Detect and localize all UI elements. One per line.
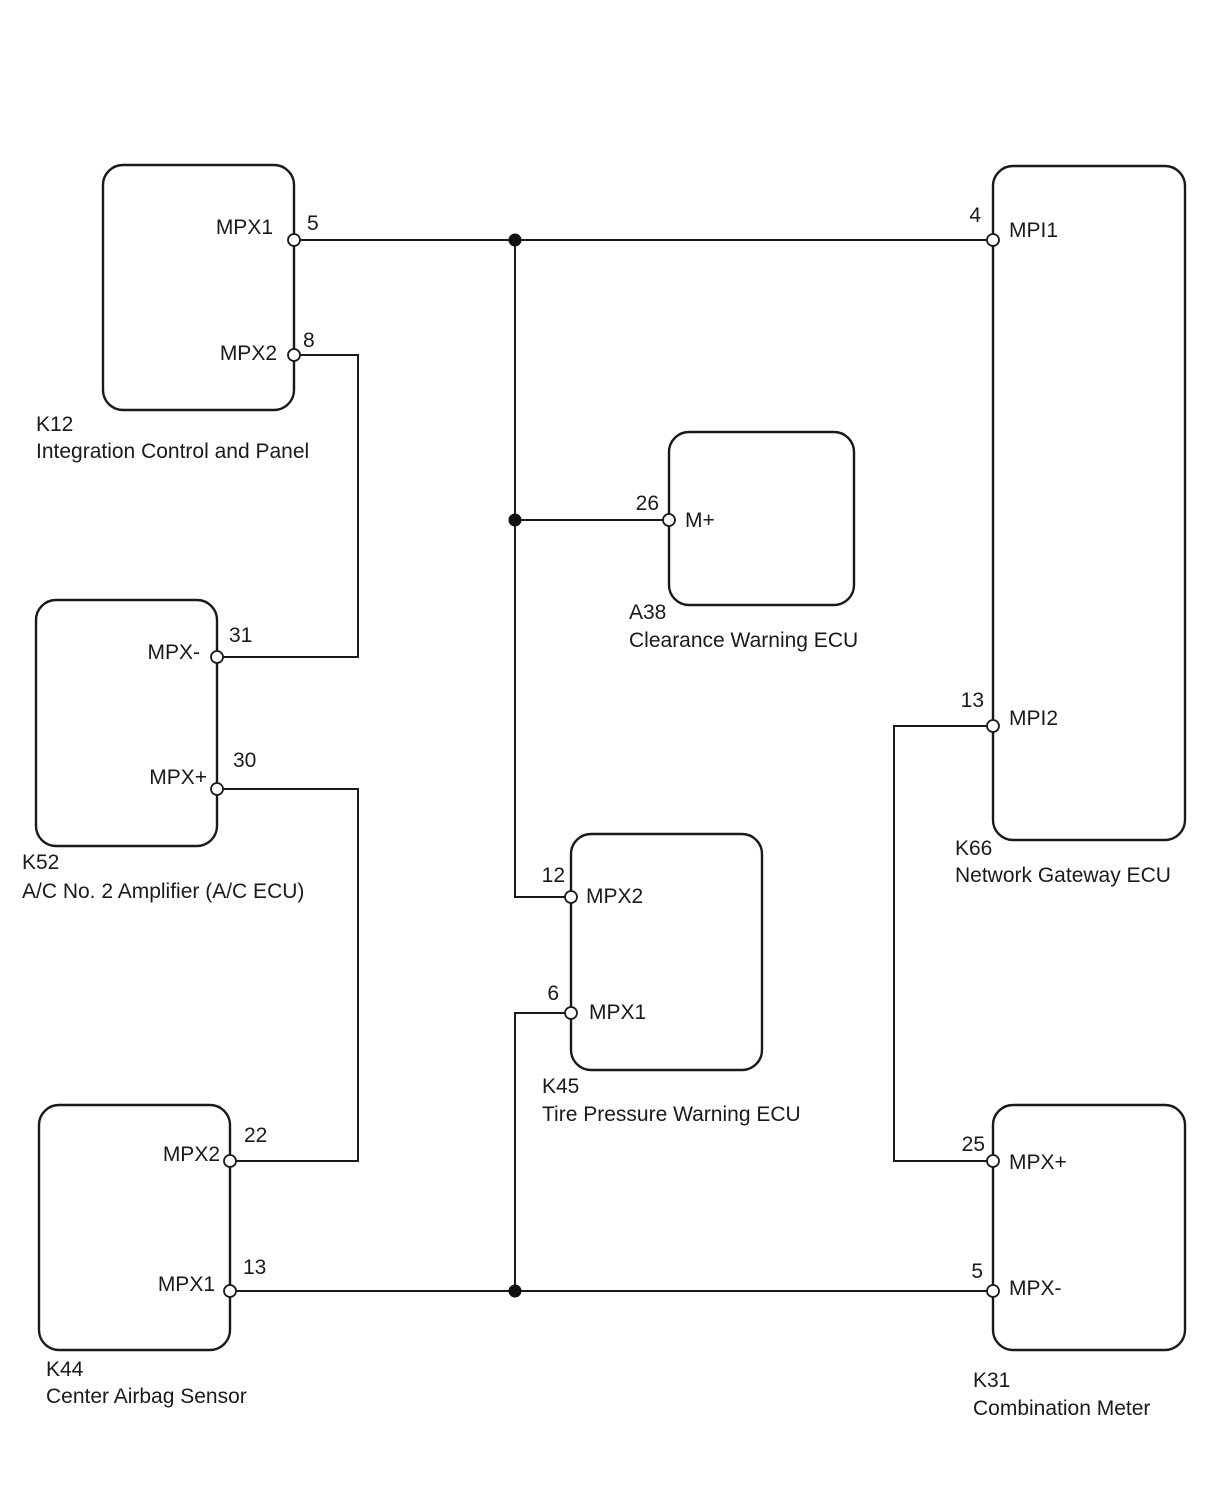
k44-mpx2-pin-number: 22 [244, 1124, 267, 1147]
k45-component-name: Tire Pressure Warning ECU [542, 1103, 801, 1126]
k45-mpx2-label: MPX2 [586, 885, 643, 908]
k31-component-name: Combination Meter [973, 1397, 1150, 1420]
k52-mpxminus-label: MPX- [148, 641, 201, 664]
k44-mpx2-label: MPX2 [163, 1143, 220, 1166]
a38-mplus-label: M+ [685, 509, 715, 532]
k31-mpxplus-pin-number: 25 [962, 1133, 985, 1156]
k44-component-name: Center Airbag Sensor [46, 1385, 247, 1408]
k52-mpxplus-terminal [210, 782, 224, 796]
k45-mpx2-terminal [564, 890, 578, 904]
k12-mpx2-label: MPX2 [220, 342, 277, 365]
k44-mpx2-terminal [223, 1154, 237, 1168]
a38-mplus-pin-number: 26 [636, 492, 659, 515]
k52-mpxplus-label: MPX+ [149, 766, 207, 789]
k45-mpx2-pin-number: 12 [542, 864, 565, 887]
k45-box [569, 832, 764, 1072]
junctions [508, 233, 522, 1298]
wire-k45-mpx1-to-bottom-bus [514, 1012, 571, 1291]
k52-mpxminus-terminal [210, 650, 224, 664]
k66-mpi2-terminal [986, 719, 1000, 733]
k66-component-name: Network Gateway ECU [955, 864, 1171, 887]
k66-mpi1-terminal [986, 233, 1000, 247]
k45-component-id: K45 [542, 1075, 579, 1098]
k52-component-id: K52 [22, 851, 59, 874]
k31-mpxplus-label: MPX+ [1009, 1151, 1067, 1174]
k12-mpx2-pin-number: 8 [303, 329, 315, 352]
k66-mpi1-label: MPI1 [1009, 219, 1058, 242]
k12-mpx1-terminal [287, 233, 301, 247]
k66-mpi2-pin-number: 13 [961, 689, 984, 712]
k66-mpi2-label: MPI2 [1009, 707, 1058, 730]
junction-a38 [508, 513, 522, 527]
k31-mpxminus-label: MPX- [1009, 1277, 1062, 1300]
k52-mpxminus-pin-number: 31 [229, 624, 252, 647]
k45-mpx1-label: MPX1 [589, 1001, 646, 1024]
k31-mpxminus-pin-number: 5 [971, 1260, 983, 1283]
k45-mpx1-pin-number: 6 [547, 982, 559, 1005]
k12-mpx1-pin-number: 5 [307, 212, 319, 235]
junction-top [508, 233, 522, 247]
k45-mpx1-terminal [564, 1006, 578, 1020]
k31-box [991, 1103, 1187, 1352]
k44-mpx1-pin-number: 13 [243, 1256, 266, 1279]
k66-component-id: K66 [955, 837, 992, 860]
k12-mpx1-label: MPX1 [216, 216, 273, 239]
wire-k12-mpx2-to-k52-mpxminus [217, 354, 359, 658]
wire-k66-mpi2-to-k31-mpxplus [893, 725, 993, 1162]
junction-bottom [508, 1284, 522, 1298]
k52-component-name: A/C No. 2 Amplifier (A/C ECU) [22, 880, 304, 903]
k12-box [101, 163, 296, 412]
component-boxes [34, 163, 1187, 1352]
a38-component-name: Clearance Warning ECU [629, 629, 858, 652]
k44-component-id: K44 [46, 1358, 84, 1381]
k52-box [34, 598, 219, 848]
a38-component-id: A38 [629, 601, 666, 624]
k52-mpxplus-pin-number: 30 [233, 749, 256, 772]
wires [217, 239, 993, 1292]
k31-mpxminus-terminal [986, 1284, 1000, 1298]
wire-bus-vertical [514, 240, 571, 898]
k66-mpi1-pin-number: 4 [969, 204, 981, 227]
k66-box [991, 164, 1187, 842]
k12-component-name: Integration Control and Panel [36, 440, 309, 463]
k31-component-id: K31 [973, 1369, 1010, 1392]
wire-k52-mpxplus-to-k44-mpx2 [217, 788, 359, 1162]
k44-mpx1-label: MPX1 [158, 1273, 215, 1296]
k31-mpxplus-terminal [986, 1154, 1000, 1168]
k12-mpx2-terminal [287, 348, 301, 362]
k12-component-id: K12 [36, 413, 73, 436]
k44-box [37, 1103, 232, 1352]
a38-mplus-terminal [662, 513, 676, 527]
pin-terminals [210, 233, 1000, 1298]
k44-mpx1-terminal [223, 1284, 237, 1298]
